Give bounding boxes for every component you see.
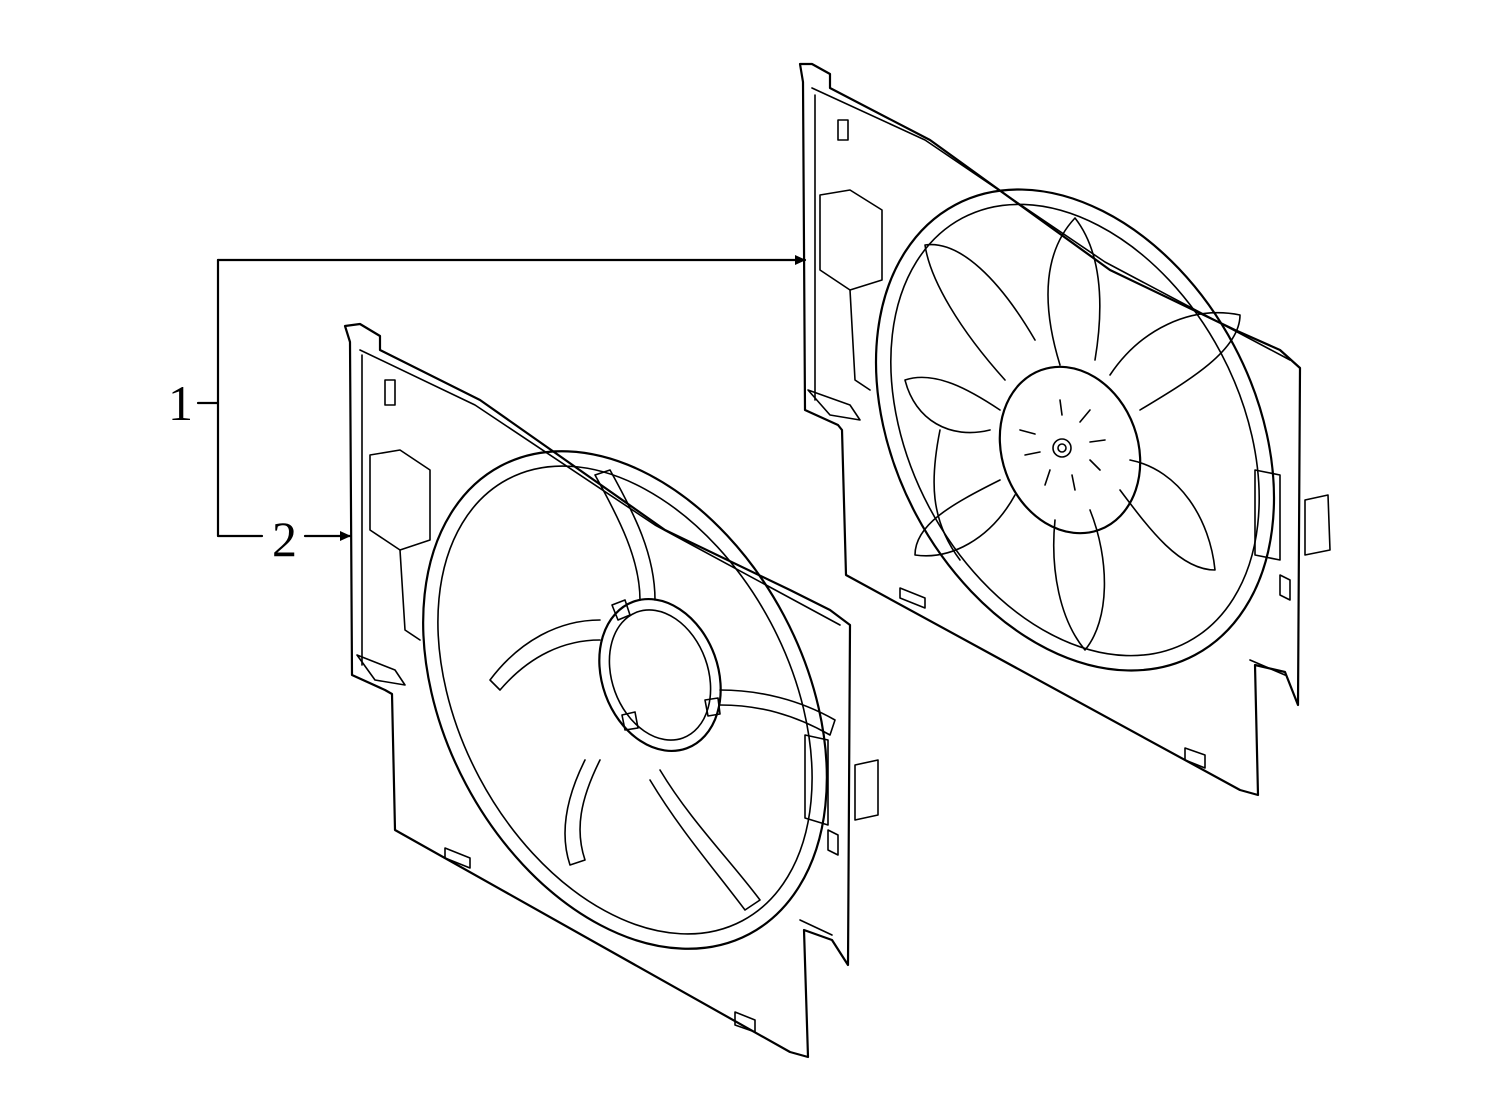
fan-ring-outer [874, 188, 1276, 672]
fan-shroud[interactable] [342, 322, 909, 1059]
callout-2: 2 [272, 511, 297, 567]
callout-leaders [196, 255, 807, 541]
shroud-ring-outer [422, 450, 828, 950]
shroud-hub-ring [598, 597, 722, 753]
shroud-struts [489, 469, 836, 911]
fan-hub [998, 365, 1142, 535]
callout-1: 1 [168, 375, 193, 431]
fan-assembly[interactable] [796, 62, 1353, 797]
fan-shroud-frame [343, 322, 852, 1059]
fan-blades [904, 217, 1241, 651]
fan-assembly-frame [798, 62, 1302, 797]
